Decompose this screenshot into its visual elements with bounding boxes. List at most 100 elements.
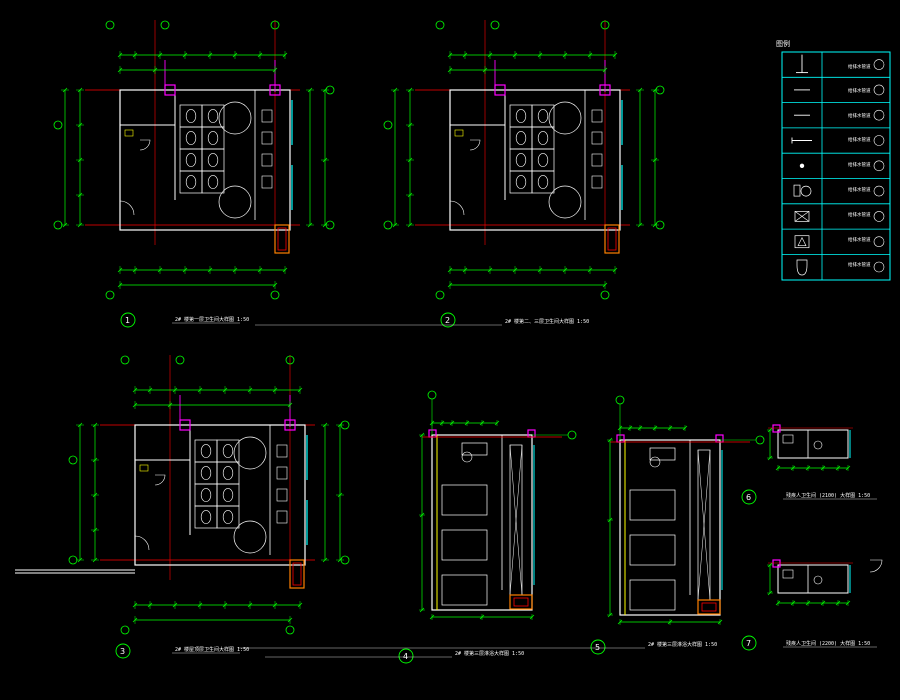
toilet-bowl	[207, 175, 219, 189]
legend-item-label: 给排水管道	[848, 261, 871, 268]
toilet-stall	[531, 170, 555, 194]
legend-item-label: 给排水管道	[848, 112, 871, 119]
axis-bubble	[175, 355, 185, 365]
drawing-number-5: 5	[595, 643, 600, 652]
axis-bubble	[160, 20, 170, 30]
legend-tag-circle	[873, 135, 885, 146]
legend-item-label: 给排水管道	[848, 161, 871, 168]
toilet-stall	[179, 170, 203, 194]
toilet-stall	[179, 104, 203, 128]
legend-symbol-dot	[799, 163, 805, 168]
toilet-stall	[194, 439, 218, 463]
urinal	[276, 510, 288, 524]
legend-tag-circle	[873, 185, 885, 197]
legend-item-label: 给排水管道	[848, 186, 871, 193]
drawing-title-5: 2# 楼第三层淋浴大样图 1:50	[648, 641, 717, 648]
shaft-inner	[277, 227, 287, 251]
urinal	[261, 153, 273, 167]
toilet-stall	[179, 148, 203, 172]
toilet-bowl	[200, 444, 212, 458]
axis-bubble	[270, 20, 280, 30]
drawing-number-circle	[440, 312, 456, 328]
legend-symbol-cross-box	[794, 211, 810, 222]
shaft	[604, 224, 620, 254]
fixture	[454, 129, 464, 137]
toilet-bowl	[207, 109, 219, 123]
drawing-number-circle	[590, 639, 606, 655]
room-wall	[449, 89, 621, 231]
axis-bubble	[105, 20, 115, 30]
legend-symbol-cross-box	[794, 211, 810, 222]
shaft-inner	[292, 562, 302, 586]
round-basin	[548, 101, 582, 135]
axis-bubble	[120, 625, 130, 635]
round-basin	[233, 520, 267, 554]
toilet-stall	[216, 461, 240, 485]
basin	[461, 442, 488, 456]
drawing-number-circle	[120, 312, 136, 328]
legend-tag-circle	[873, 84, 885, 96]
urinal	[591, 175, 603, 189]
room-wall	[134, 424, 306, 566]
toilet-bowl	[207, 131, 219, 145]
urinal	[276, 466, 288, 480]
column	[772, 559, 781, 568]
fixture	[139, 464, 149, 472]
toilet-bowl	[515, 153, 527, 167]
legend-tag-circle	[873, 211, 885, 222]
axis-bubble	[435, 290, 445, 300]
door-swing	[139, 139, 151, 151]
basin	[649, 447, 676, 461]
legend-symbol-triangle-box	[794, 235, 810, 249]
shower-cubicle	[629, 489, 676, 521]
axis-bubble	[68, 455, 78, 465]
toilet-stall	[201, 170, 225, 194]
legend-tag-circle	[873, 261, 885, 273]
door-swing	[119, 200, 135, 216]
toilet-stall	[509, 104, 533, 128]
toilet-stall	[194, 461, 218, 485]
toilet-stall	[179, 126, 203, 150]
basin	[813, 575, 823, 585]
shaft	[509, 594, 533, 610]
drawing-number-7: 7	[746, 639, 751, 648]
shower-cubicle	[629, 534, 676, 566]
toilet-bowl	[222, 444, 234, 458]
toilet-stall	[509, 148, 533, 172]
toilet-bowl	[207, 153, 219, 167]
toilet-bowl	[222, 466, 234, 480]
drawing-number-3: 3	[120, 647, 125, 656]
urinal	[261, 175, 273, 189]
toilet-stall	[509, 126, 533, 150]
round-basin	[233, 436, 267, 470]
basin	[813, 440, 823, 450]
drawing-number-circle	[115, 643, 131, 659]
legend-item-label: 给排水管道	[848, 136, 871, 143]
door-swing	[449, 200, 465, 216]
shower-cubicle	[441, 484, 488, 516]
legend-tag-circle	[873, 236, 885, 247]
drawing-title-2: 2# 楼第二、三层卫生间大样图 1:50	[505, 318, 589, 325]
toilet-stall	[216, 483, 240, 507]
axis-bubble	[383, 220, 393, 230]
shower-cubicle	[441, 529, 488, 561]
toilet-bowl	[185, 131, 197, 145]
axis-bubble	[325, 220, 335, 230]
legend-title: 图例	[776, 39, 790, 48]
toilet-bowl	[222, 510, 234, 524]
axis-bubble	[285, 355, 295, 365]
legend-tag-circle	[873, 59, 885, 70]
urinal	[591, 131, 603, 145]
legend-symbol-triangle-box	[797, 237, 807, 246]
toilet-bowl	[200, 488, 212, 502]
urinal	[276, 444, 288, 458]
axis-bubble	[340, 555, 350, 565]
round-basin	[548, 185, 582, 219]
axis-bubble	[105, 290, 115, 300]
axis-bubble	[427, 390, 437, 400]
door-swing	[469, 139, 481, 151]
axis-bubble	[270, 290, 280, 300]
toilet-stall	[201, 148, 225, 172]
toilet-stall	[509, 170, 533, 194]
